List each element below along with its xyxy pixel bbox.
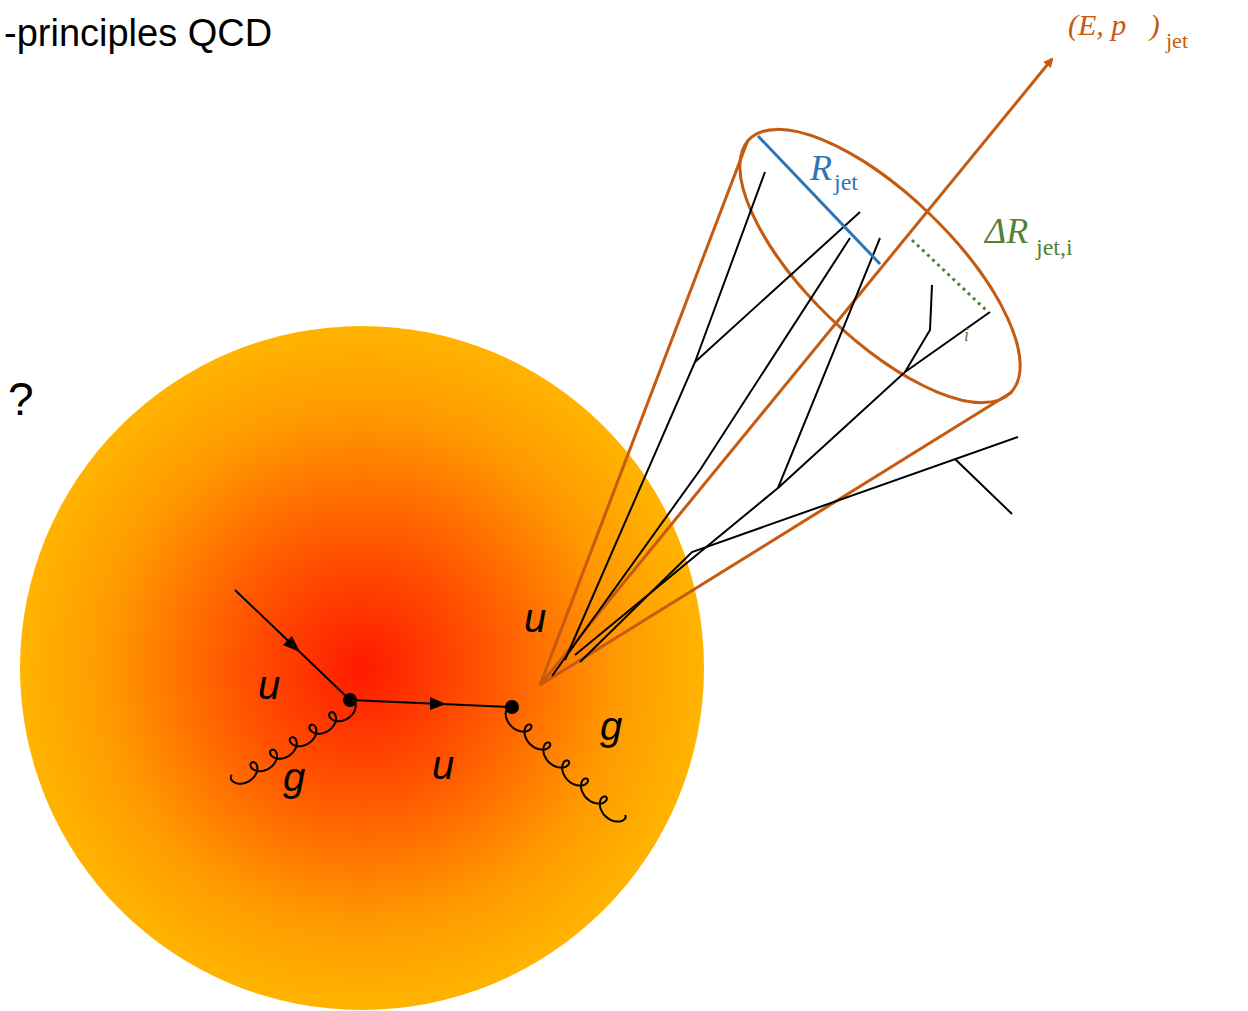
medium-blob: [20, 326, 704, 1010]
vertex: [343, 693, 357, 707]
parton-label: u: [524, 598, 546, 638]
slide-title: -principles QCD: [4, 14, 272, 52]
parton-label: g: [600, 706, 622, 746]
jet-radius-line: [758, 136, 880, 264]
feynman-lines: [231, 590, 626, 822]
particle-tracks: [552, 172, 1018, 676]
delta-r-subscript: jet,i: [1036, 235, 1073, 259]
delta-r: ΔR: [985, 213, 1028, 249]
parton-label: u: [258, 665, 280, 705]
jet-subscript: jet: [1166, 30, 1188, 52]
parton-label: g: [283, 757, 305, 797]
jet-subscript: jet: [834, 170, 858, 194]
parton-label: u: [432, 745, 454, 785]
jet-radius: R: [810, 150, 832, 186]
vertex: [505, 700, 519, 714]
jet-momentum: (E, p⃗): [1068, 10, 1160, 40]
particle-index: i: [964, 326, 969, 344]
jet-cone: [540, 59, 1061, 685]
question-mark: ?: [8, 376, 34, 422]
quark-arrows: [283, 636, 446, 710]
delta-r-line: [912, 240, 988, 312]
